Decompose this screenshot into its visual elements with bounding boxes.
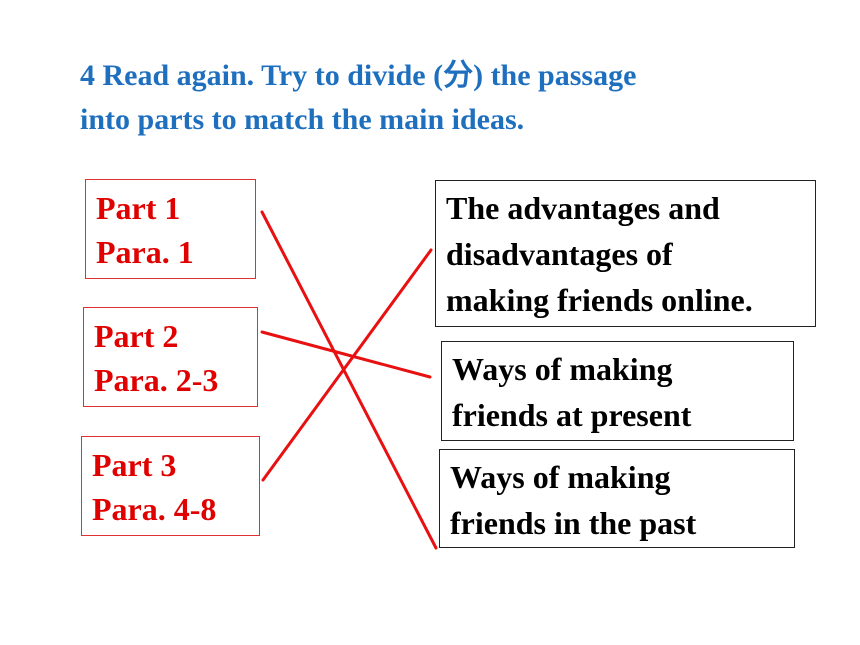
part-2-paras: Para. 2-3: [94, 362, 219, 398]
main-idea-present-line-2: friends at present: [452, 397, 692, 433]
main-idea-past-line-1: Ways of making: [450, 459, 671, 495]
part-3-title: Part 3: [92, 447, 177, 483]
main-idea-online-box[interactable]: The advantages and disadvantages of maki…: [435, 180, 816, 327]
instruction-title: 4 Read again. Try to divide (分) the pass…: [80, 54, 820, 142]
match-line-part-3: [261, 248, 433, 482]
part-3-paras: Para. 4-8: [92, 491, 217, 527]
part-2-title: Part 2: [94, 318, 179, 354]
part-1-title: Part 1: [96, 190, 181, 226]
main-idea-present-line-1: Ways of making: [452, 351, 673, 387]
part-1-paras: Para. 1: [96, 234, 194, 270]
main-idea-past-box[interactable]: Ways of making friends in the past: [439, 449, 795, 548]
instruction-line-1: 4 Read again. Try to divide (分) the pass…: [80, 59, 637, 92]
instruction-line-2: into parts to match the main ideas.: [80, 103, 525, 136]
part-2-box[interactable]: Part 2 Para. 2-3: [83, 307, 258, 407]
main-idea-present-box[interactable]: Ways of making friends at present: [441, 341, 794, 441]
main-idea-online-line-3: making friends online.: [446, 282, 753, 318]
main-idea-online-line-1: The advantages and: [446, 190, 720, 226]
match-line-part-2: [260, 330, 432, 379]
part-1-box[interactable]: Part 1 Para. 1: [85, 179, 256, 279]
match-line-part-1: [260, 210, 438, 550]
main-idea-online-line-2: disadvantages of: [446, 236, 673, 272]
main-idea-past-line-2: friends in the past: [450, 505, 697, 541]
part-3-box[interactable]: Part 3 Para. 4-8: [81, 436, 260, 536]
